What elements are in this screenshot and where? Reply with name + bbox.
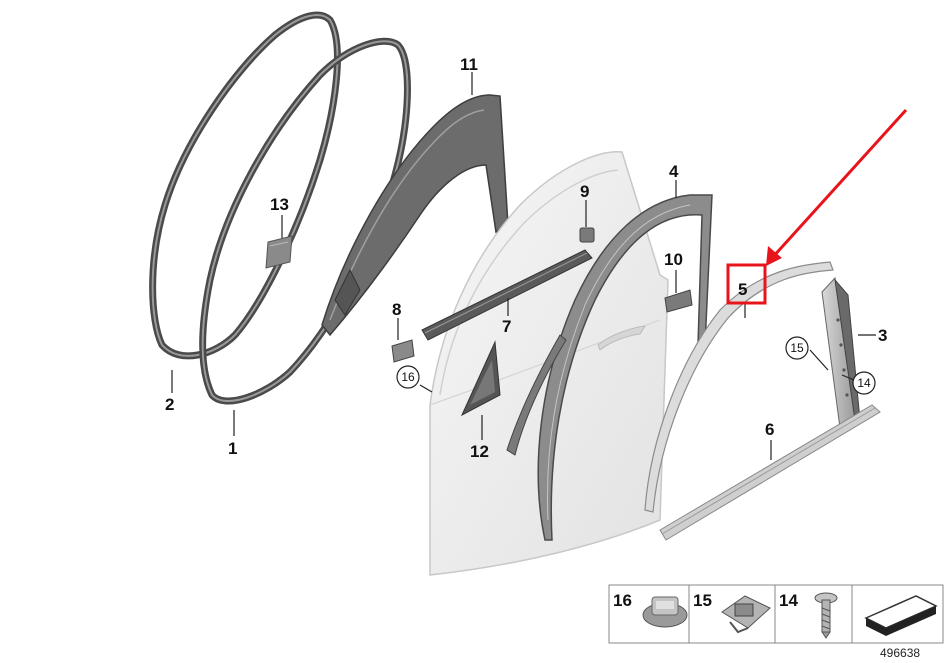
highlight-arrow-head [766,246,782,266]
screw-icon [814,592,838,639]
shim-plate-icon [864,595,938,636]
expanding-clip-icon [721,595,771,634]
highlight-arrow-line [770,108,908,260]
window-strip-part-6 [659,404,881,541]
callout-14: 14 [857,376,871,390]
highlight-annotation [726,108,908,305]
door-seal-inner-part-1 [199,37,411,405]
callout-12: 12 [470,442,489,461]
clip-part-9 [579,227,595,243]
circled-callouts: 16 15 14 [396,336,876,395]
clip-part-13 [265,235,293,269]
window-frame-trim-part-5 [644,261,834,513]
mirror-trim-part-12 [460,340,501,417]
callout-1: 1 [228,439,237,458]
callout-4: 4 [669,162,679,181]
clip-part-10 [664,289,693,313]
window-strip-part-7 [421,249,593,341]
legend-box: 16 15 14 [608,584,944,644]
callout-11: 11 [460,55,478,74]
door-seal-outer-part-2 [149,11,341,360]
callout-leaders [171,72,876,460]
callout-2: 2 [165,395,174,414]
callout-9: 9 [580,182,589,201]
diagram-reference-number: 496638 [880,646,920,660]
clip-nut-icon [642,596,688,628]
b-pillar-trim-part-3 [821,276,861,429]
callout-15: 15 [790,341,804,355]
callout-13: 13 [270,195,289,214]
highlight-box [726,263,767,305]
callout-6: 6 [765,420,774,439]
callout-16: 16 [401,370,415,384]
callout-5: 5 [738,280,747,299]
legend-number-15: 15 [693,591,712,610]
window-frame-cover-part-11 [321,94,509,337]
legend-number-16: 16 [613,591,632,610]
callout-7: 7 [502,317,511,336]
legend-number-14: 14 [779,591,798,610]
callout-3: 3 [878,326,887,345]
callout-labels: 2 1 11 13 9 4 10 8 7 12 6 3 5 [165,55,887,461]
clip-part-8 [391,339,415,363]
callout-8: 8 [392,300,401,319]
callout-10: 10 [664,250,683,269]
